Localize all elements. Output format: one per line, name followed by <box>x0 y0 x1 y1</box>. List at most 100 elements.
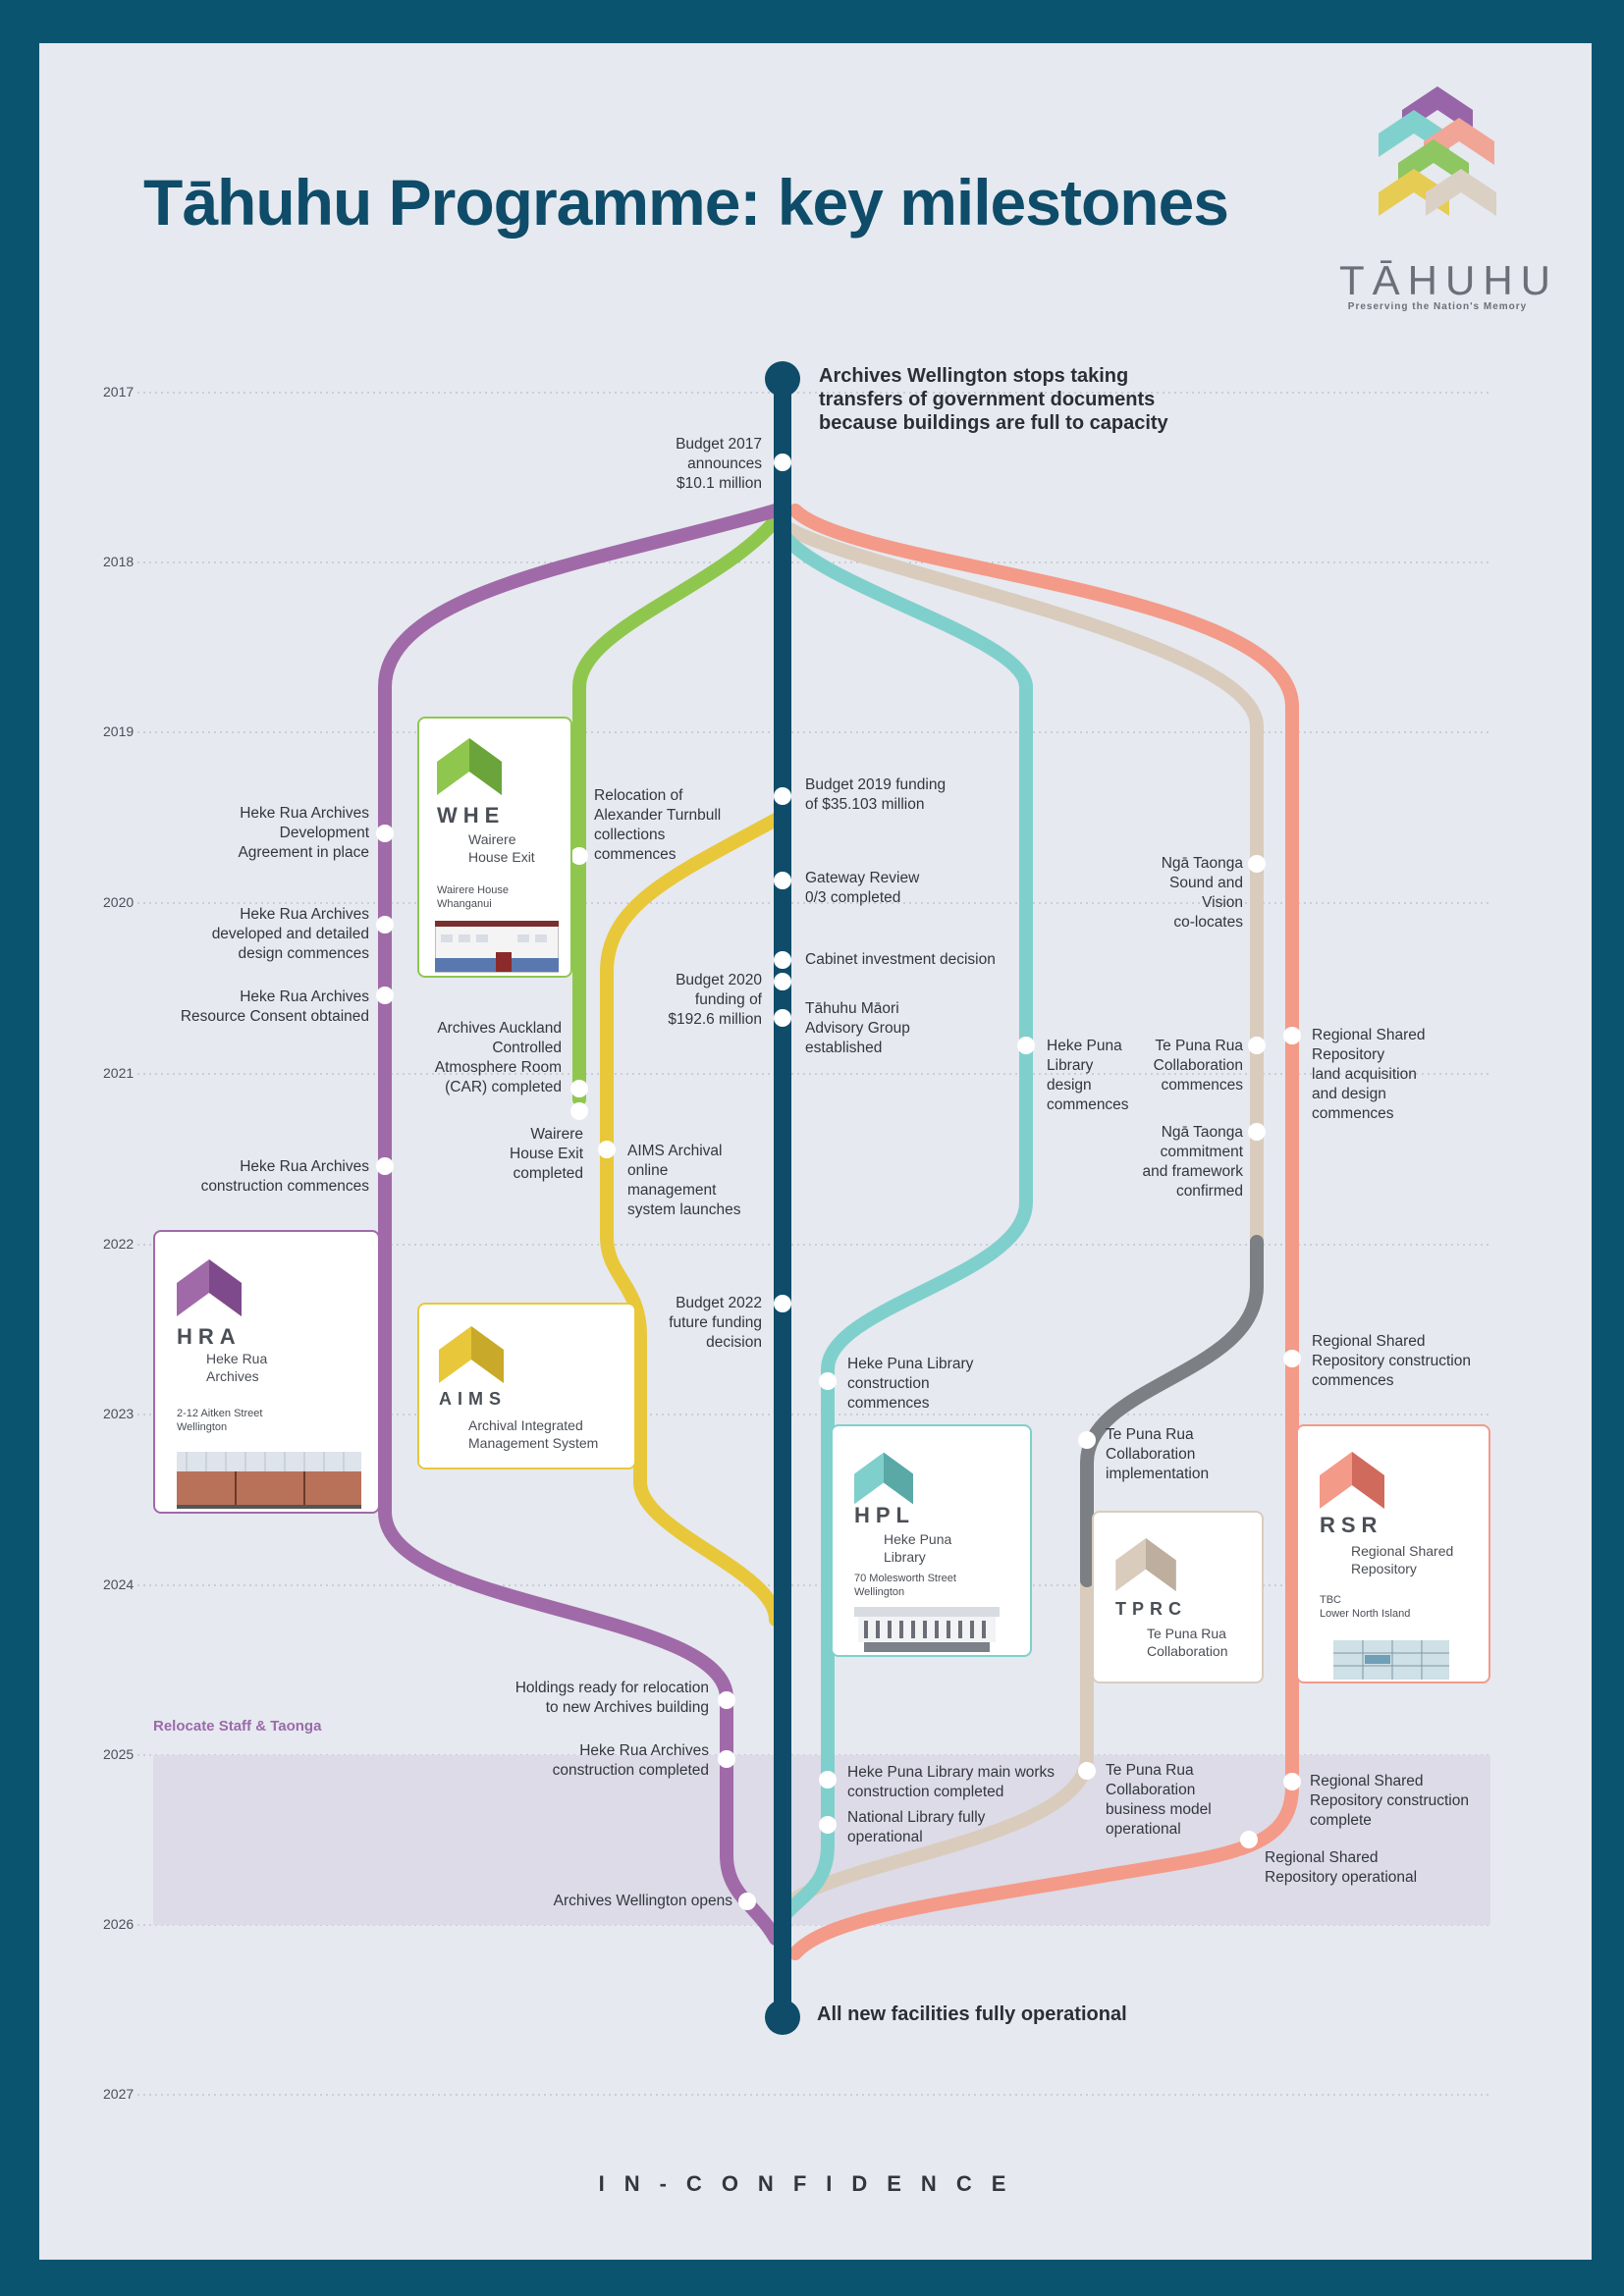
dot-turnbull <box>570 847 588 865</box>
milestone-tprc-impl: Te Puna Rua Collaboration implementation <box>1106 1426 1210 1482</box>
dot-hpl-design <box>1017 1037 1035 1054</box>
brand-tagline: Preserving the Nation's Memory <box>1347 301 1528 312</box>
milestone-hra-dev: Heke Rua Archives Development Agreement … <box>238 805 369 861</box>
whe-building-illustration <box>435 921 559 973</box>
hpl-code: HPL <box>854 1503 915 1527</box>
page-title: Tāhuhu Programme: key milestones <box>143 166 1229 239</box>
hra-chevron-icon <box>177 1259 242 1316</box>
dot-hra-completed <box>718 1750 735 1768</box>
brand-name: TĀHUHU <box>1339 257 1558 303</box>
milestone-hpl-main: Heke Puna Library main works constructio… <box>847 1764 1056 1800</box>
hpl-address: 70 Molesworth Street Wellington <box>854 1573 956 1598</box>
milestone-nga-taonga-coloc: Ngā Taonga Sound and Vision co-locates <box>1161 855 1243 931</box>
hra-address: 2-12 Aitken Street Wellington <box>177 1408 263 1433</box>
milestone-aims-launch: AIMS Archival online management system l… <box>627 1143 741 1218</box>
dot-rsr-construction <box>1283 1350 1301 1367</box>
milestone-car: Archives Auckland Controlled Atmosphere … <box>434 1020 562 1095</box>
hpl-chevron-icon <box>854 1452 913 1505</box>
dot-aims-launch <box>598 1141 616 1158</box>
milestone-national-library: National Library fully operational <box>847 1809 986 1845</box>
dot-holdings <box>718 1691 735 1709</box>
hra-name: Heke Rua Archives <box>206 1351 268 1384</box>
year-label-2025: 2025 <box>103 1746 135 1762</box>
dot-rsr-land <box>1283 1027 1301 1044</box>
hra-line <box>378 504 783 1946</box>
dot-hra-construction <box>376 1157 394 1175</box>
milestone-end: All new facilities fully operational <box>817 2003 1127 2025</box>
tprc-name: Te Puna Rua Collaboration <box>1147 1626 1228 1659</box>
milestone-tprc-collab: Te Puna Rua Collaboration commences <box>1153 1038 1243 1094</box>
whe-line <box>572 513 783 1106</box>
tprc-line <box>777 518 1264 1249</box>
milestone-rsr-complete: Regional Shared Repository construction … <box>1310 1773 1469 1829</box>
milestone-hra-design: Heke Rua Archives developed and detailed… <box>211 906 369 962</box>
rsr-code: RSR <box>1320 1513 1383 1537</box>
aims-name: Archival Integrated Management System <box>468 1417 599 1451</box>
milestone-budget2022: Budget 2022 future funding decision <box>669 1295 762 1351</box>
rsr-address: TBC Lower North Island <box>1320 1594 1411 1620</box>
dot-budget2022 <box>774 1295 791 1312</box>
milestone-hpl-construction: Heke Puna Library construction commences <box>847 1356 974 1412</box>
dot-tprc-collab <box>1248 1037 1266 1054</box>
band-label: Relocate Staff & Taonga <box>153 1718 322 1735</box>
year-label-2021: 2021 <box>103 1065 135 1081</box>
dot-hra-design <box>376 916 394 934</box>
dot-cabinet <box>774 951 791 969</box>
milestone-budget2020: Budget 2020 funding of $192.6 million <box>668 972 762 1028</box>
whe-name: Wairere House Exit <box>468 831 535 865</box>
hpl-card: HPL Heke Puna Library 70 Molesworth Stre… <box>831 1424 1032 1657</box>
milestone-holdings: Holdings ready for relocation to new Arc… <box>514 1680 709 1716</box>
dot-tprc-model <box>1078 1762 1096 1780</box>
dot-hpl-main <box>819 1771 837 1789</box>
end-terminal <box>765 2000 800 2035</box>
dot-rsr-operational <box>1240 1831 1258 1848</box>
aims-line <box>600 813 783 1627</box>
tprc-chevron-icon <box>1115 1538 1176 1591</box>
milestone-hpl-design: Heke Puna Library design commences <box>1047 1038 1129 1113</box>
dot-tprc-impl <box>1078 1431 1096 1449</box>
dot-hra-dev <box>376 825 394 842</box>
whe-card: WHE Wairere House Exit Wairere House Wha… <box>417 717 572 978</box>
year-label-2023: 2023 <box>103 1406 135 1421</box>
milestone-hra-consent: Heke Rua Archives Resource Consent obtai… <box>180 988 369 1025</box>
dot-budget2017 <box>774 454 791 471</box>
hpl-building-illustration <box>854 1607 1000 1652</box>
dot-hra-consent <box>376 987 394 1004</box>
milestone-rsr-construction: Regional Shared Repository construction … <box>1312 1333 1471 1389</box>
dot-car <box>570 1080 588 1097</box>
milestone-nga-taonga-commit: Ngā Taonga commitment and framework conf… <box>1142 1124 1243 1200</box>
milestone-turnbull: Relocation of Alexander Turnbull collect… <box>594 787 722 863</box>
rsr-line <box>788 504 1299 1960</box>
dot-nga-taonga-commit <box>1248 1123 1266 1141</box>
aims-chevron-icon <box>439 1326 504 1383</box>
year-label-2019: 2019 <box>103 723 135 739</box>
hra-building-illustration <box>177 1452 361 1509</box>
year-label-2024: 2024 <box>103 1576 135 1592</box>
dot-national-library <box>819 1816 837 1834</box>
milestone-tahuhu-maori: Tāhuhu Māori Advisory Group established <box>805 1000 910 1056</box>
milestone-whe-completed: Wairere House Exit completed <box>510 1126 583 1182</box>
hpl-line <box>777 528 1033 1921</box>
milestone-gateway: Gateway Review 0/3 completed <box>805 870 920 906</box>
dot-budget2020-b <box>774 1009 791 1027</box>
year-label-2026: 2026 <box>103 1916 135 1932</box>
dot-aw-opens <box>738 1893 756 1910</box>
milestone-start: Archives Wellington stops taking transfe… <box>819 365 1168 434</box>
milestone-tprc-model: Te Puna Rua Collaboration business model… <box>1106 1762 1212 1838</box>
confidentiality-footer: IN-CONFIDENCE <box>598 2171 1026 2196</box>
year-label-2027: 2027 <box>103 2086 135 2102</box>
milestone-hra-completed: Heke Rua Archives construction completed <box>552 1742 709 1779</box>
rsr-name: Regional Shared Repository <box>1351 1543 1454 1576</box>
milestone-budget2017: Budget 2017 announces $10.1 million <box>676 436 762 492</box>
tahuhu-logo-icon <box>1379 86 1496 216</box>
tprc-code: TPRC <box>1115 1599 1187 1619</box>
hpl-name: Heke Puna Library <box>884 1531 952 1565</box>
hra-code: HRA <box>177 1324 242 1349</box>
year-label-2017: 2017 <box>103 384 135 400</box>
dot-rsr-complete <box>1283 1773 1301 1790</box>
start-terminal <box>765 361 800 397</box>
tprc-card: TPRC Te Puna Rua Collaboration <box>1092 1511 1264 1683</box>
dot-budget2019 <box>774 787 791 805</box>
dot-nga-taonga-coloc <box>1248 855 1266 873</box>
